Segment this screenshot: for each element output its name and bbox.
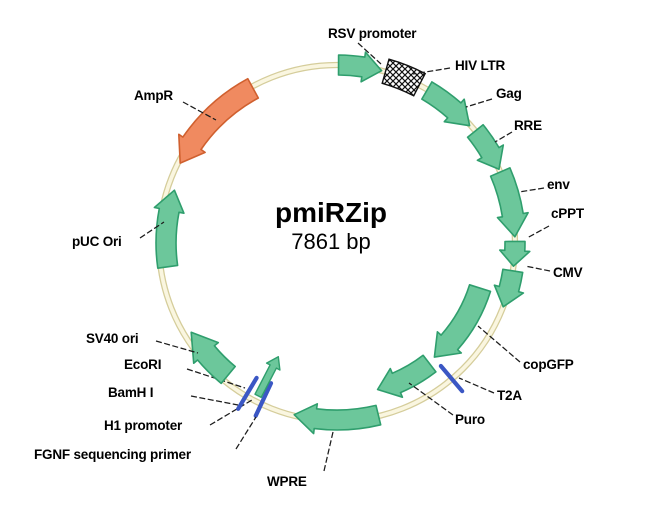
rre-leader-line: [494, 131, 513, 143]
fgnf-sequencing-primer-label: FGNF sequencing primer: [34, 447, 192, 462]
env-arrow: [489, 167, 529, 238]
feature-hiv-ltr: HIV LTR: [381, 58, 506, 97]
rre-arrow: [466, 123, 505, 170]
fgnf-sequencing-primer-site-tick: [253, 381, 274, 418]
h1-promoter-label: H1 promoter: [104, 418, 183, 433]
copgfp-label: copGFP: [523, 357, 574, 372]
cmv-label: CMV: [553, 265, 583, 280]
ampr-label: AmpR: [134, 88, 173, 103]
env-label: env: [547, 177, 570, 192]
wpre-arrow: [293, 403, 382, 435]
wpre-leader-line: [323, 431, 334, 472]
feature-rre: RRE: [466, 118, 542, 170]
feature-cmv: CMV: [493, 265, 583, 308]
gag-arrow: [421, 81, 471, 127]
plasmid-title-block: pmiRZip 7861 bp: [231, 197, 431, 255]
cppt-label: cPPT: [551, 206, 585, 221]
feature-copgfp: copGFP: [433, 284, 574, 372]
cppt-arrow: [499, 240, 531, 267]
feature-cppt: cPPT: [499, 206, 585, 267]
cppt-leader-line: [526, 225, 550, 239]
puro-label: Puro: [455, 412, 485, 427]
feature-bamh-i: BamH I: [108, 375, 259, 411]
h1-promoter-leader-line: [209, 399, 253, 426]
bamh-i-label: BamH I: [108, 385, 153, 400]
h1-promoter-arrow: [254, 356, 281, 399]
bamh-i-site-tick: [236, 375, 259, 411]
feature-sv40-ori: SV40 ori: [86, 331, 236, 385]
sv40-ori-arrow: [190, 331, 236, 385]
cmv-arrow: [493, 268, 525, 308]
env-leader-line: [518, 187, 545, 193]
t2a-site-tick: [438, 363, 465, 394]
feature-gag: Gag: [421, 81, 522, 127]
ampr-leader-line: [182, 101, 217, 121]
fgnf-sequencing-primer-leader-line: [235, 416, 257, 450]
feature-ampr: AmpR: [134, 77, 260, 164]
cmv-leader-line: [524, 265, 551, 272]
hiv-ltr-label: HIV LTR: [455, 58, 506, 73]
feature-t2a: T2A: [438, 363, 523, 403]
feature-h1-promoter: H1 promoter: [104, 356, 281, 433]
puro-leader-line: [408, 382, 454, 416]
puro-arrow: [376, 354, 437, 398]
sv40-ori-leader-line: [155, 340, 199, 354]
copgfp-leader-line: [477, 325, 521, 363]
t2a-leader-line: [458, 377, 495, 394]
gag-label: Gag: [496, 86, 522, 101]
hiv-ltr-hatched-box: [381, 58, 427, 97]
rsv-promoter-arrow: [337, 51, 383, 83]
feature-env: env: [489, 167, 571, 238]
sv40-ori-label: SV40 ori: [86, 331, 138, 346]
rsv-promoter-label: RSV promoter: [328, 26, 417, 41]
rsv-promoter-leader-line: [357, 42, 382, 65]
puc-ori-arrow: [153, 189, 185, 269]
t2a-label: T2A: [497, 388, 522, 403]
wpre-label: WPRE: [267, 474, 307, 489]
gag-leader-line: [465, 98, 493, 108]
copgfp-arrow: [433, 284, 492, 358]
hiv-ltr-leader-line: [412, 67, 451, 75]
feature-wpre: WPRE: [267, 403, 382, 489]
ecori-label: EcoRI: [124, 357, 161, 372]
puc-ori-label: pUC Ori: [72, 234, 122, 249]
plasmid-size: 7861 bp: [291, 229, 371, 254]
feature-rsv-promoter: RSV promoter: [328, 26, 418, 83]
feature-puc-ori: pUC Ori: [72, 189, 185, 269]
feature-puro: Puro: [376, 354, 485, 427]
rre-label: RRE: [514, 118, 542, 133]
feature-fgnf-sequencing-primer: FGNF sequencing primer: [34, 381, 274, 462]
puc-ori-leader-line: [139, 221, 165, 239]
plasmid-name: pmiRZip: [275, 197, 387, 228]
bamh-i-leader-line: [190, 395, 239, 406]
ampr-arrow: [178, 77, 260, 164]
